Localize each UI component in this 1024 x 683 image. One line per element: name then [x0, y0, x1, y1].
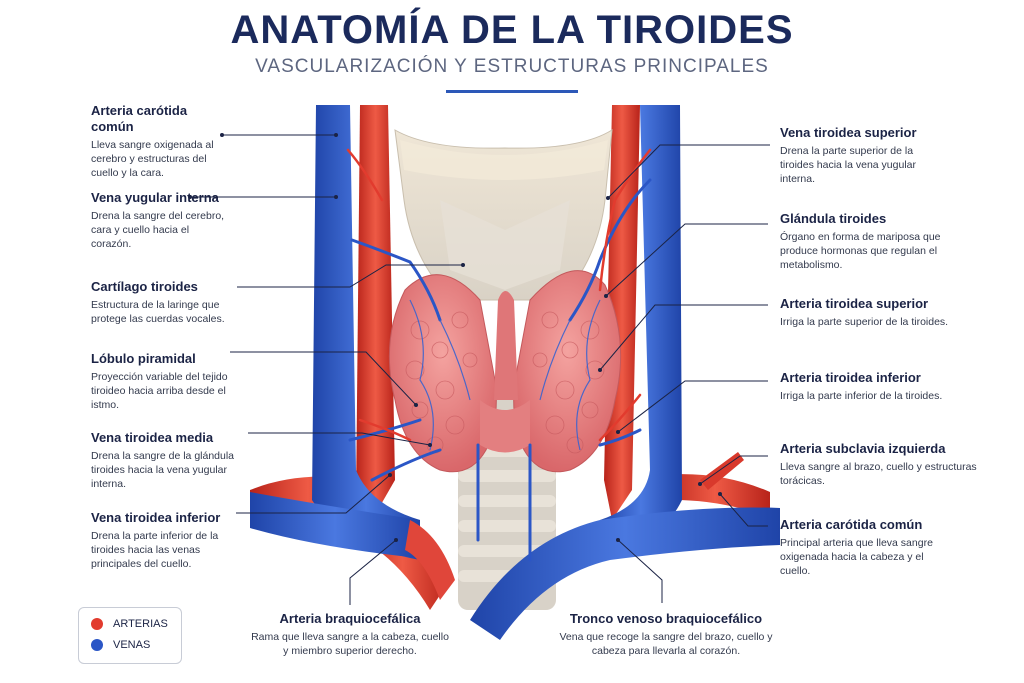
legend: ARTERIAS VENAS	[78, 607, 182, 664]
label-title: Vena tiroidea superior	[780, 125, 940, 141]
label-thyroid-gland: Glándula tiroides Órgano en forma de mar…	[780, 211, 950, 272]
label-desc: Drena la sangre de la glándula tiroides …	[91, 449, 251, 491]
label-common-carotid-left: Arteria carótida común Principal arteria…	[780, 517, 940, 578]
label-title: Arteria tiroidea inferior	[780, 370, 950, 386]
label-desc: Órgano en forma de mariposa que produce …	[780, 230, 950, 272]
label-desc: Rama que lleva sangre a la cabeza, cuell…	[250, 630, 450, 658]
label-title: Vena tiroidea media	[91, 430, 251, 446]
label-title: Arteria tiroidea superior	[780, 296, 950, 312]
artery-dot-icon	[91, 618, 103, 630]
label-title: Tronco venoso braquiocefálico	[556, 611, 776, 627]
label-desc: Estructura de la laringe que protege las…	[91, 298, 226, 326]
label-middle-thyroid-vein: Vena tiroidea media Drena la sangre de l…	[91, 430, 251, 491]
label-desc: Lleva sangre oxigenada al cerebro y estr…	[91, 138, 221, 180]
vein-dot-icon	[91, 639, 103, 651]
label-title: Arteria subclavia izquierda	[780, 441, 980, 457]
legend-veins-label: VENAS	[113, 639, 150, 651]
legend-arteries-label: ARTERIAS	[113, 618, 168, 630]
label-brachiocephalic-artery: Arteria braquiocefálica Rama que lleva s…	[250, 611, 450, 658]
label-internal-jugular: Vena yugular interna Drena la sangre del…	[91, 190, 226, 251]
label-desc: Irriga la parte inferior de la tiroides.	[780, 389, 950, 403]
label-desc: Drena la sangre del cerebro, cara y cuel…	[91, 209, 226, 251]
label-common-carotid-right: Arteria carótida común Lleva sangre oxig…	[91, 103, 221, 180]
label-title: Vena tiroidea inferior	[91, 510, 241, 526]
label-superior-thyroid-artery: Arteria tiroidea superior Irriga la part…	[780, 296, 950, 329]
pyramidal-lobe	[494, 291, 518, 400]
label-title: Arteria carótida común	[91, 103, 221, 135]
label-thyroid-cartilage: Cartílago tiroides Estructura de la lari…	[91, 279, 226, 326]
label-inferior-thyroid-vein: Vena tiroidea inferior Drena la parte in…	[91, 510, 241, 571]
label-desc: Lleva sangre al brazo, cuello y estructu…	[780, 460, 980, 488]
label-desc: Principal arteria que lleva sangre oxige…	[780, 536, 940, 578]
label-title: Arteria braquiocefálica	[250, 611, 450, 627]
label-title: Cartílago tiroides	[91, 279, 226, 295]
label-brachiocephalic-venous-trunk: Tronco venoso braquiocefálico Vena que r…	[556, 611, 776, 658]
label-title: Vena yugular interna	[91, 190, 226, 206]
label-superior-thyroid-vein: Vena tiroidea superior Drena la parte su…	[780, 125, 940, 186]
label-desc: Drena la parte superior de la tiroides h…	[780, 144, 940, 186]
thyroid-gland	[389, 271, 620, 472]
label-title: Arteria carótida común	[780, 517, 940, 533]
label-left-subclavian-artery: Arteria subclavia izquierda Lleva sangre…	[780, 441, 980, 488]
label-desc: Irriga la parte superior de la tiroides.	[780, 315, 950, 329]
label-pyramidal-lobe: Lóbulo piramidal Proyección variable del…	[91, 351, 231, 412]
label-title: Lóbulo piramidal	[91, 351, 231, 367]
label-title: Glándula tiroides	[780, 211, 950, 227]
label-inferior-thyroid-artery: Arteria tiroidea inferior Irriga la part…	[780, 370, 950, 403]
label-desc: Proyección variable del tejido tiroideo …	[91, 370, 231, 412]
label-desc: Drena la parte inferior de la tiroides h…	[91, 529, 241, 571]
label-desc: Vena que recoge la sangre del brazo, cue…	[556, 630, 776, 658]
